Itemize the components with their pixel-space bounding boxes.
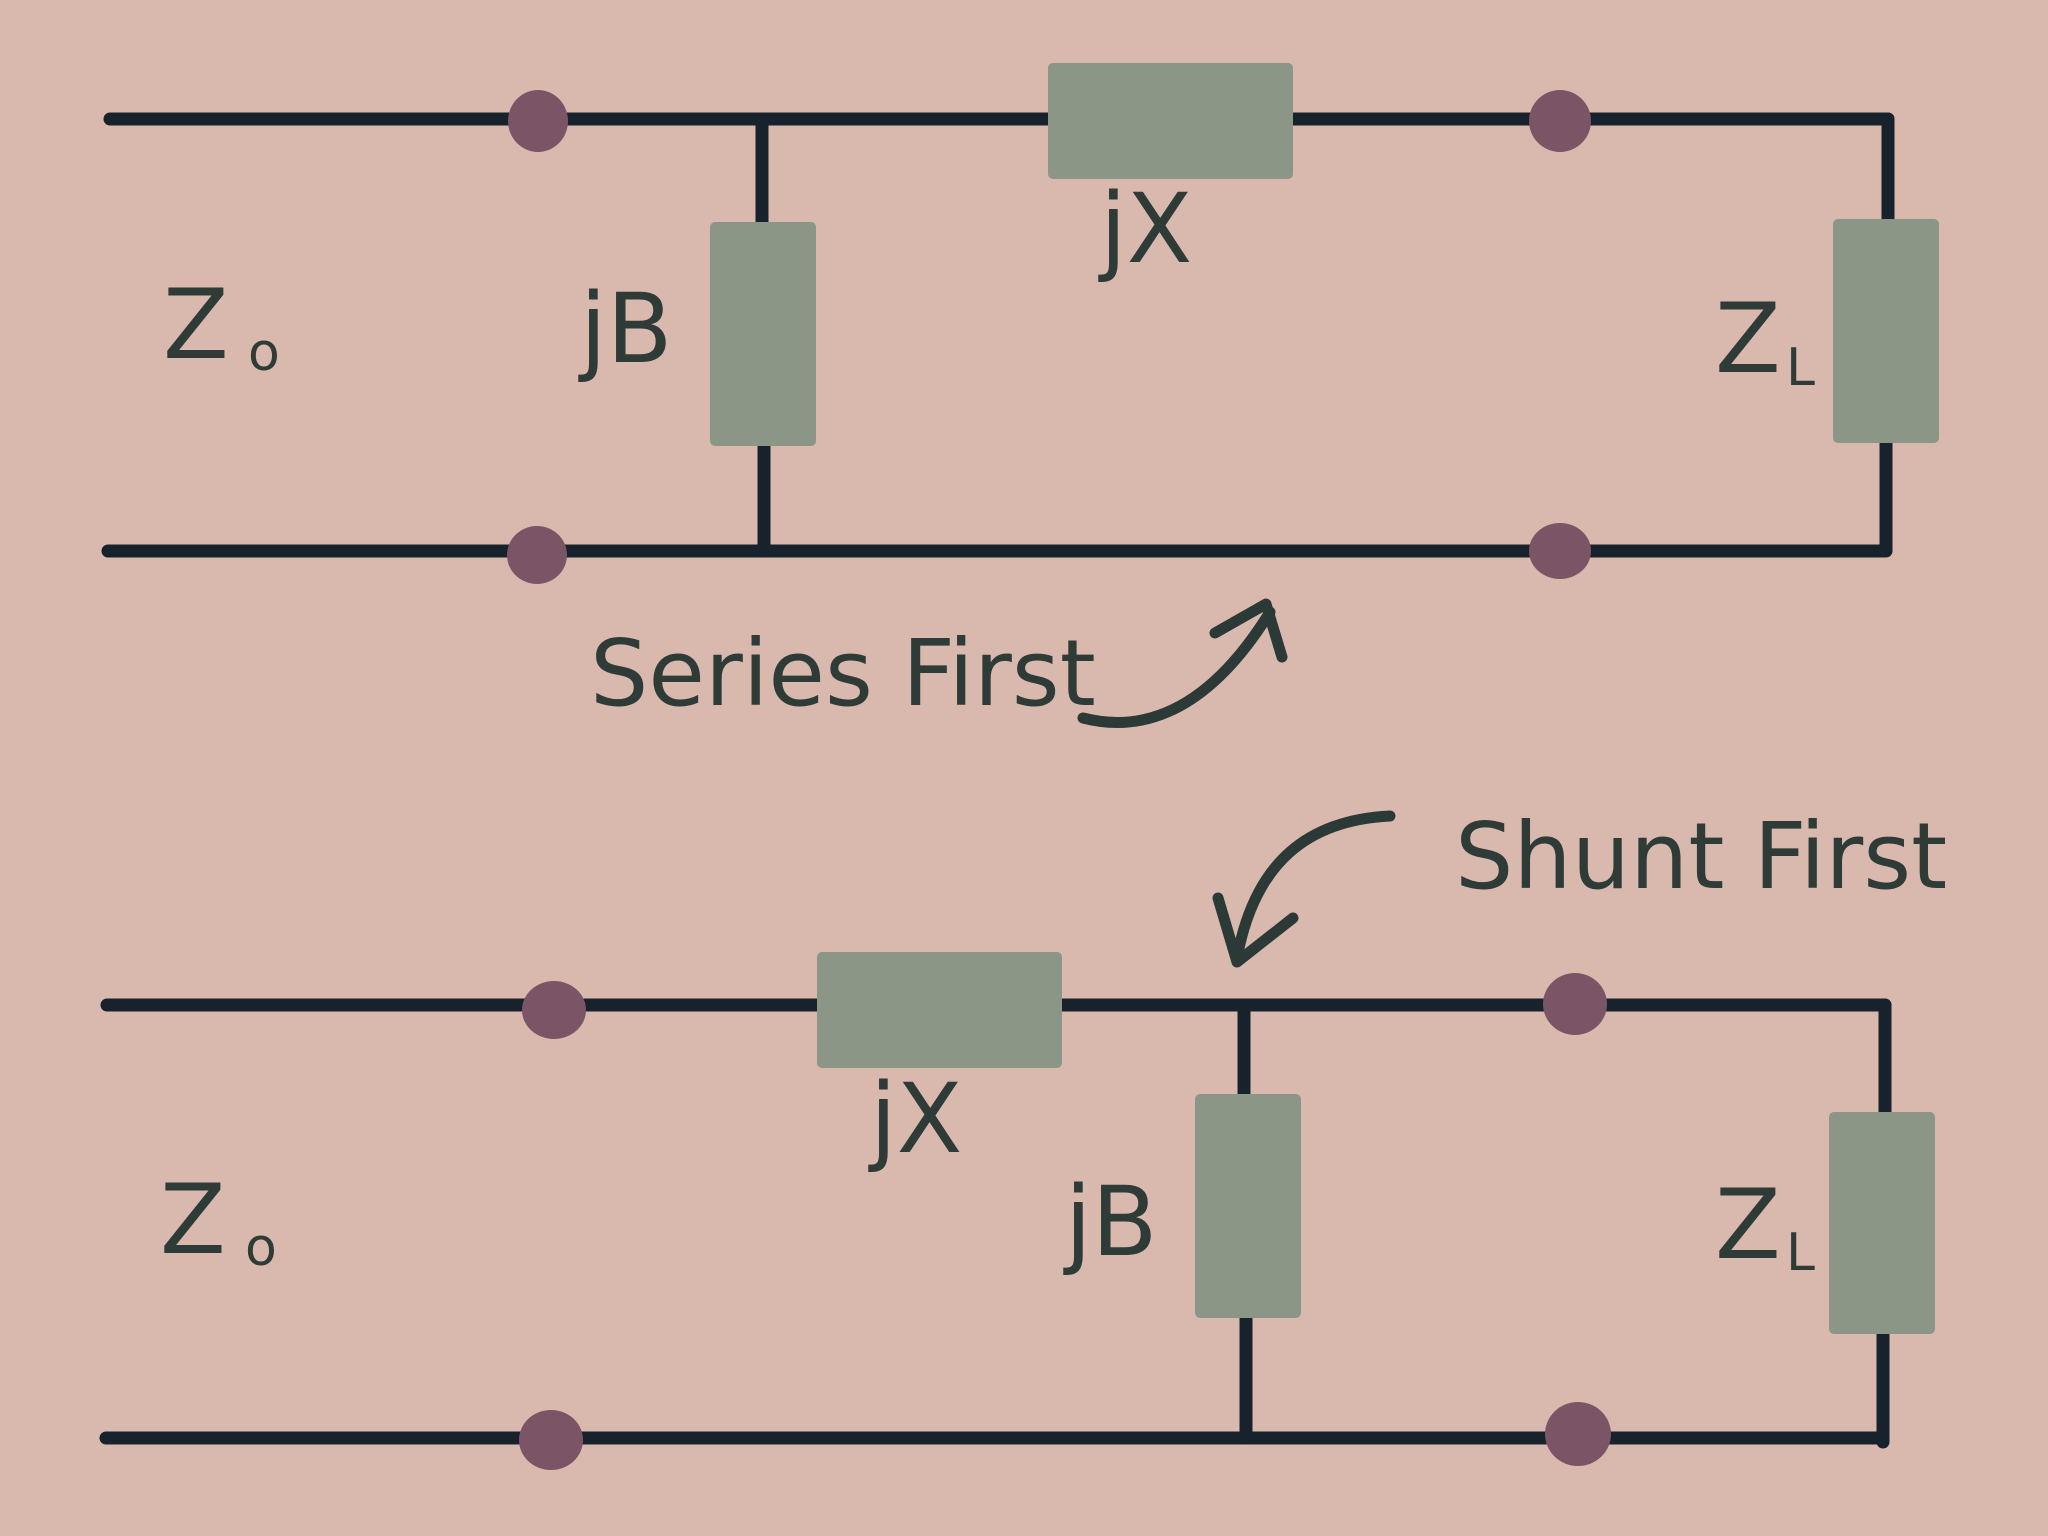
bottom-source-impedance-subscript: o (245, 1218, 277, 1278)
bottom-circuit: Z o jX jB Z L (99, 952, 1935, 1470)
top-terminals (507, 90, 1591, 584)
top-series-label: jX (1098, 173, 1192, 285)
bottom-shunt-susceptance (1195, 1094, 1301, 1318)
bottom-load-impedance (1829, 1112, 1935, 1334)
shunt-first-label: Shunt First (1455, 803, 1947, 910)
top-terminal-input-upper (508, 90, 568, 152)
top-source-impedance-label: Z (163, 269, 229, 381)
bottom-terminal-input-lower (519, 1410, 583, 1470)
bottom-load-impedance-subscript: L (1786, 1223, 1815, 1283)
bottom-terminal-input-upper (522, 981, 586, 1039)
bottom-series-label: jX (868, 1063, 962, 1175)
shunt-first-arrow-head (1212, 892, 1299, 968)
top-load-impedance (1833, 219, 1939, 443)
top-series-reactance (1048, 63, 1293, 179)
shunt-first-arrow (1212, 810, 1396, 968)
top-circuit: Z o jB jX Z L (101, 63, 1939, 584)
series-first-arrow-head (1209, 598, 1288, 663)
series-first-arrow (1077, 598, 1288, 728)
series-first-arrow-shaft (1077, 606, 1276, 728)
bottom-load-impedance-label: Z (1715, 1169, 1781, 1281)
bottom-terminal-load-upper (1543, 973, 1607, 1035)
top-shunt-susceptance (710, 222, 816, 446)
top-load-impedance-subscript: L (1786, 338, 1815, 398)
bottom-shunt-label: jB (1063, 1166, 1158, 1278)
bottom-terminal-load-lower (1545, 1402, 1611, 1466)
bottom-series-reactance (817, 952, 1062, 1068)
top-load-impedance-label: Z (1715, 283, 1781, 395)
top-wires (101, 112, 1895, 558)
top-terminal-load-lower (1529, 523, 1591, 579)
bottom-source-impedance-label: Z (160, 1164, 226, 1276)
shunt-first-arrow-shaft (1231, 810, 1396, 964)
bottom-terminals (519, 973, 1611, 1470)
top-shunt-label: jB (578, 273, 673, 385)
top-terminal-input-lower (507, 526, 567, 584)
top-source-impedance-subscript: o (248, 323, 280, 383)
bottom-wires (99, 998, 1892, 1449)
series-first-label: Series First (590, 620, 1096, 727)
top-terminal-load-upper (1529, 90, 1591, 152)
